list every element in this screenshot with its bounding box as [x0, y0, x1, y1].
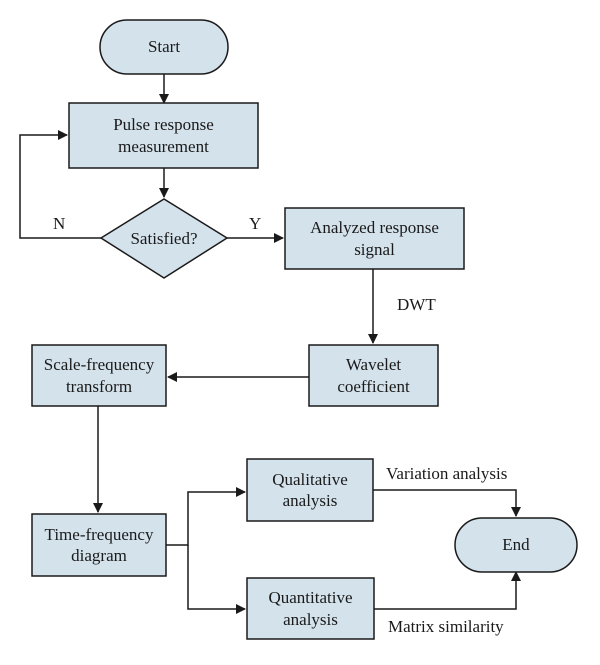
- edge-label-yes: Y: [249, 214, 262, 233]
- connectors: [19, 74, 521, 614]
- edge-label-matrix: Matrix similarity: [388, 617, 504, 636]
- analyzed-label: Analyzed response signal: [310, 218, 439, 259]
- start-terminal: [99, 19, 229, 75]
- scale-box: [31, 344, 167, 407]
- time-box: [31, 513, 167, 577]
- edge-label-no: N: [53, 214, 66, 233]
- qualitative-box: [246, 458, 374, 522]
- pulse-label: Pulse response measurement: [113, 115, 214, 156]
- edge-satisfied-no-loop: [19, 130, 101, 239]
- edge-label-variation: Variation analysis: [386, 464, 508, 483]
- qualitative-label: Qualitative analysis: [272, 469, 348, 510]
- end-label: End: [502, 535, 530, 555]
- end-terminal: [454, 517, 578, 573]
- edge-time-to-qualitative: [166, 487, 246, 546]
- time-label: Time-frequency diagram: [44, 524, 154, 565]
- edge-label-dwt: DWT: [397, 295, 436, 314]
- pulse-box: [68, 102, 259, 169]
- wavelet-box: [308, 344, 439, 407]
- quantitative-box: [246, 577, 375, 640]
- node-shapes: [31, 19, 578, 640]
- quantitative-label: Quantitative analysis: [268, 588, 353, 629]
- edge-qualitative-to-end: [373, 489, 521, 517]
- wavelet-label: Wavelet coefficient: [337, 355, 410, 396]
- satisfied-decision: [99, 198, 229, 279]
- scale-label: Scale-frequency transform: [43, 355, 155, 396]
- edge-quantitative-to-end: [374, 571, 521, 610]
- analyzed-box: [284, 207, 465, 270]
- satisfied-label: Satisfied?: [130, 228, 198, 248]
- start-label: Start: [147, 37, 181, 57]
- edge-time-to-quantitative: [187, 545, 246, 614]
